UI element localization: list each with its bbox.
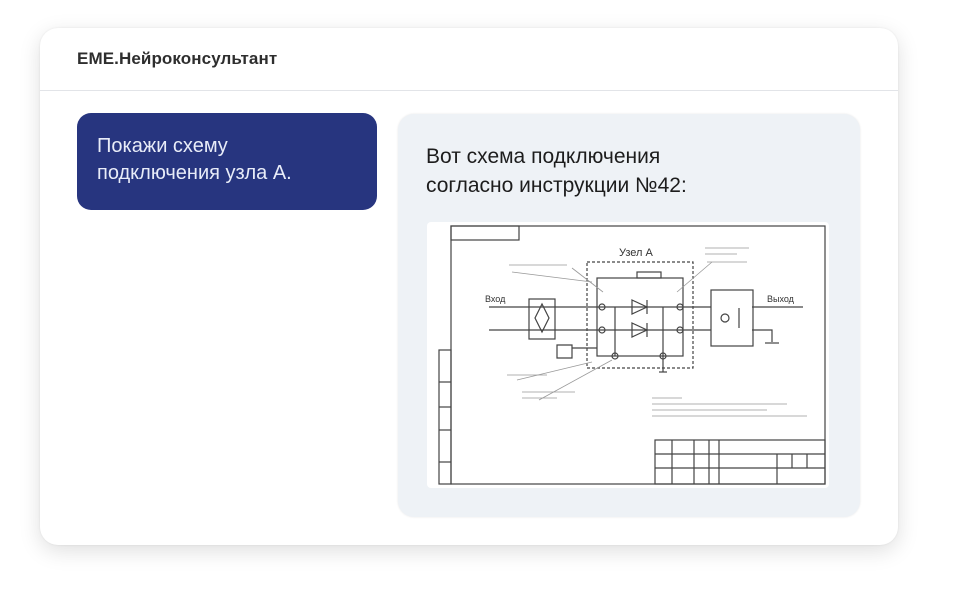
input-label: Вход	[485, 294, 506, 304]
chat-window: EME.Нейроконсультант Покажи схему подклю…	[40, 28, 898, 545]
user-message: Покажи схему подключения узла А.	[77, 113, 377, 210]
wiring-diagram-image[interactable]: Узел А Вход Выход	[427, 222, 829, 488]
message-line: Покажи схему	[97, 135, 228, 157]
app-title: EME.Нейроконсультант	[77, 49, 278, 68]
header: EME.Нейроконсультант	[40, 28, 898, 91]
assistant-message: Вот схема подключения согласно инструкци…	[398, 114, 860, 517]
message-line: Вот схема подключения	[426, 145, 661, 168]
message-line: подключения узла А.	[97, 162, 292, 184]
message-line: согласно инструкции №42:	[426, 174, 687, 197]
output-label: Выход	[767, 294, 795, 304]
node-label: Узел А	[619, 247, 654, 259]
